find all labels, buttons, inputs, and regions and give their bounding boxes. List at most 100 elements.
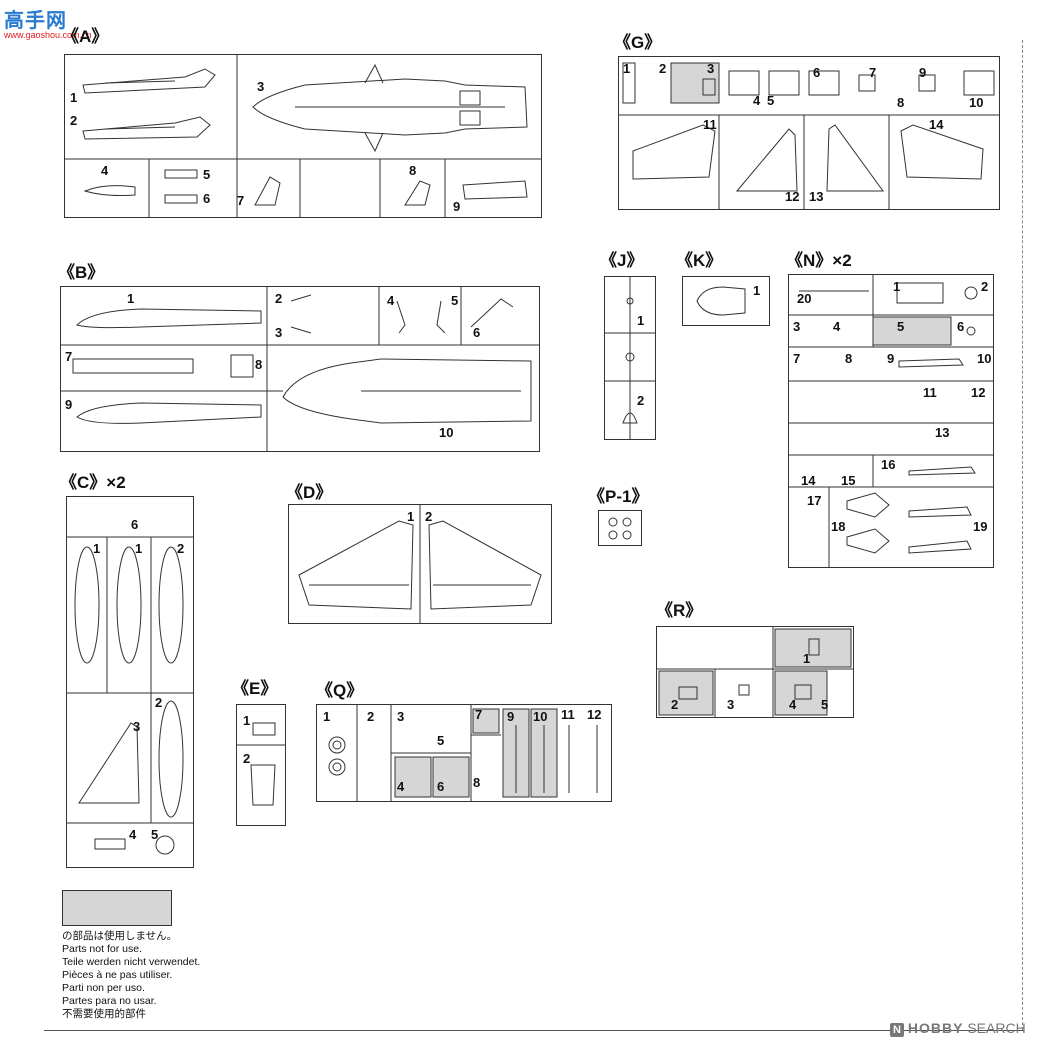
legend-line-2: Teile werden nicht verwendet.: [62, 956, 201, 968]
sprue-r-label: 《R》: [656, 601, 703, 620]
sprue-n-part-15: 15: [841, 473, 856, 488]
sprue-g-part-14: 14: [929, 117, 944, 132]
sprue-c-part-2a: 2: [177, 541, 185, 556]
sprue-n: 1 2 3 4 5 6 7 8 9 10 11 12 13 14 15 16 1…: [788, 274, 994, 568]
legend-line-4: Parti non per uso.: [62, 982, 145, 994]
sprue-n-part-18: 18: [831, 519, 846, 534]
sprue-n-part-20: 20: [797, 291, 812, 306]
sprue-r-part-3: 3: [727, 697, 735, 712]
sprue-q-part-4: 4: [397, 779, 405, 794]
sprue-n-part-10: 10: [977, 351, 992, 366]
sprue-k: 1: [682, 276, 770, 326]
sprue-g-part-3: 3: [707, 61, 715, 76]
sprue-g-part-13: 13: [809, 189, 824, 204]
sprue-e-label: 《E》: [232, 679, 278, 698]
sprue-p1-drawing: [608, 517, 632, 540]
sprue-b-label: 《B》: [58, 263, 105, 282]
sprue-d-drawing: [298, 505, 542, 623]
sprue-j-part-2: 2: [637, 393, 645, 408]
sprue-p1: [598, 510, 642, 546]
sprue-b-part-8: 8: [255, 357, 263, 372]
sprue-q-drawing: [328, 705, 598, 801]
sprue-q-part-11: 11: [561, 707, 575, 722]
sprue-a-part-4: 4: [101, 163, 109, 178]
sprue-q-part-7: 7: [475, 707, 483, 722]
legend-line-6: 不需要使用的部件: [62, 1008, 146, 1020]
sprue-n-part-6: 6: [957, 319, 965, 334]
page-rule-bottom: [44, 1030, 1024, 1031]
not-used-swatch: [62, 890, 172, 926]
sprue-n-drawing: [789, 275, 993, 567]
legend-line-0: の部品は使用しません。: [62, 930, 178, 942]
sprue-g-part-11: 11: [703, 117, 717, 132]
sprue-q-part-3: 3: [397, 709, 405, 724]
sprue-a-part-2: 2: [70, 113, 78, 128]
sprue-j-part-1: 1: [637, 313, 645, 328]
sprue-n-part-8: 8: [845, 351, 853, 366]
sprue-j: 1 2: [604, 276, 656, 440]
watermark-suffix: SEARCH: [967, 1020, 1026, 1036]
sprue-g-part-1: 1: [623, 61, 631, 76]
sprue-k-drawing: [696, 286, 746, 316]
sprue-r-part-5: 5: [821, 697, 829, 712]
sprue-n-part-13: 13: [935, 425, 950, 440]
sprue-g-part-12: 12: [785, 189, 800, 204]
sprue-g: 1 2 3 4 5 6 7 8 9 10 11 12 13 14: [618, 56, 1000, 210]
sprue-a-label: 《A》: [62, 27, 109, 46]
sprue-n-label: 《N》×2: [786, 251, 852, 270]
sprue-e-part-2: 2: [243, 751, 251, 766]
sprue-c-part-2b: 2: [155, 695, 163, 710]
sprue-n-part-1: 1: [893, 279, 901, 294]
sprue-c-part-1a: 1: [93, 541, 101, 556]
sprue-a-part-8: 8: [409, 163, 417, 178]
sprue-n-part-12: 12: [971, 385, 986, 400]
sprue-n-part-4: 4: [833, 319, 841, 334]
sprue-q-part-8: 8: [473, 775, 481, 790]
site-logo-url: www.gaoshou.com.cn: [4, 30, 92, 40]
sprue-d-part-2: 2: [425, 509, 433, 524]
sprue-r-drawing: [657, 627, 853, 717]
legend-line-1: Parts not for use.: [62, 943, 142, 955]
sprue-g-part-6: 6: [813, 65, 821, 80]
sprue-d: 1 2: [288, 504, 552, 624]
sprue-r: 1 2 3 4 5: [656, 626, 854, 718]
sprue-n-part-11: 11: [923, 385, 937, 400]
sprue-a-part-3: 3: [257, 79, 265, 94]
sprue-b-part-1: 1: [127, 291, 135, 306]
sprue-q-part-10: 10: [533, 709, 548, 724]
sprue-a-drawing: [65, 55, 541, 217]
sprue-a-part-9: 9: [453, 199, 461, 214]
sprue-e: 1 2: [236, 704, 286, 826]
sprue-b: 1 2 3 4 5 6 7 8 9 10: [60, 286, 540, 452]
sprue-c-part-1b: 1: [135, 541, 143, 556]
sprue-q-part-6: 6: [437, 779, 445, 794]
sprue-n-part-2: 2: [981, 279, 989, 294]
sprue-g-part-4: 4: [753, 93, 761, 108]
sprue-j-drawing: [605, 277, 655, 439]
sprue-r-part-4: 4: [789, 697, 797, 712]
sprue-g-part-8: 8: [897, 95, 905, 110]
sprue-c-part-5: 5: [151, 827, 159, 842]
sprue-d-label: 《D》: [286, 483, 333, 502]
sprue-e-part-1: 1: [243, 713, 251, 728]
sprue-g-label: 《G》: [614, 33, 662, 52]
sprue-b-drawing: [61, 287, 539, 451]
sprue-q: 1 2 3 4 5 6 7 8 9 10 11 12: [316, 704, 612, 802]
sprue-b-part-9: 9: [65, 397, 73, 412]
sprue-q-part-1: 1: [323, 709, 331, 724]
watermark: N HOBBY SEARCH: [890, 1020, 1026, 1037]
sprue-b-part-3: 3: [275, 325, 283, 340]
sprue-b-part-4: 4: [387, 293, 395, 308]
sprue-n-part-16: 16: [881, 457, 896, 472]
sprue-q-label: 《Q》: [316, 681, 364, 700]
sprue-a-part-5: 5: [203, 167, 211, 182]
sprue-n-part-7: 7: [793, 351, 801, 366]
sprue-g-part-10: 10: [969, 95, 984, 110]
sprue-n-part-9: 9: [887, 351, 895, 366]
sprue-q-part-12: 12: [587, 707, 602, 722]
sprue-n-part-5: 5: [897, 319, 905, 334]
sprue-g-part-5: 5: [767, 93, 775, 108]
sprue-c: 6 1 1 2 2 3 4 5: [66, 496, 194, 868]
site-logo: 高手网 www.gaoshou.com.cn: [4, 4, 92, 40]
sprue-d-part-1: 1: [407, 509, 415, 524]
